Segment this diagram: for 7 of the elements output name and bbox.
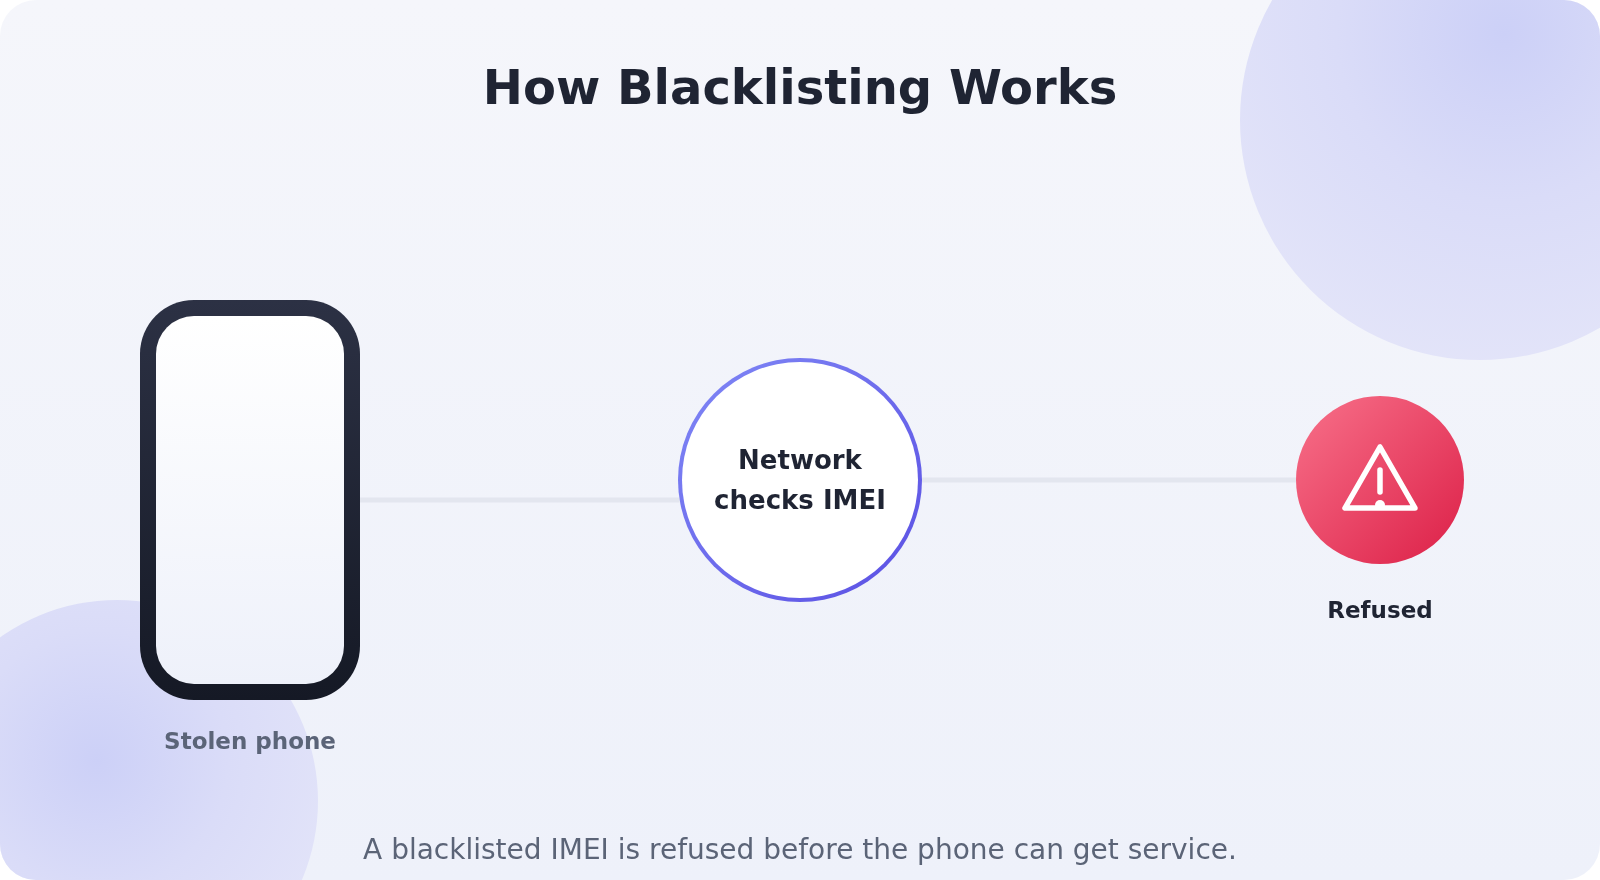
node-label: Refused [1327, 596, 1433, 624]
diagram-caption: A blacklisted IMEI is refused before the phone can get service. [363, 833, 1237, 867]
node-label: Network checks IMEI [713, 444, 887, 517]
connector-line [922, 477, 1296, 483]
diagram-title: How Blacklisting Works [482, 58, 1118, 116]
connector-line [360, 497, 680, 503]
node-label: Stolen phone [164, 727, 336, 755]
